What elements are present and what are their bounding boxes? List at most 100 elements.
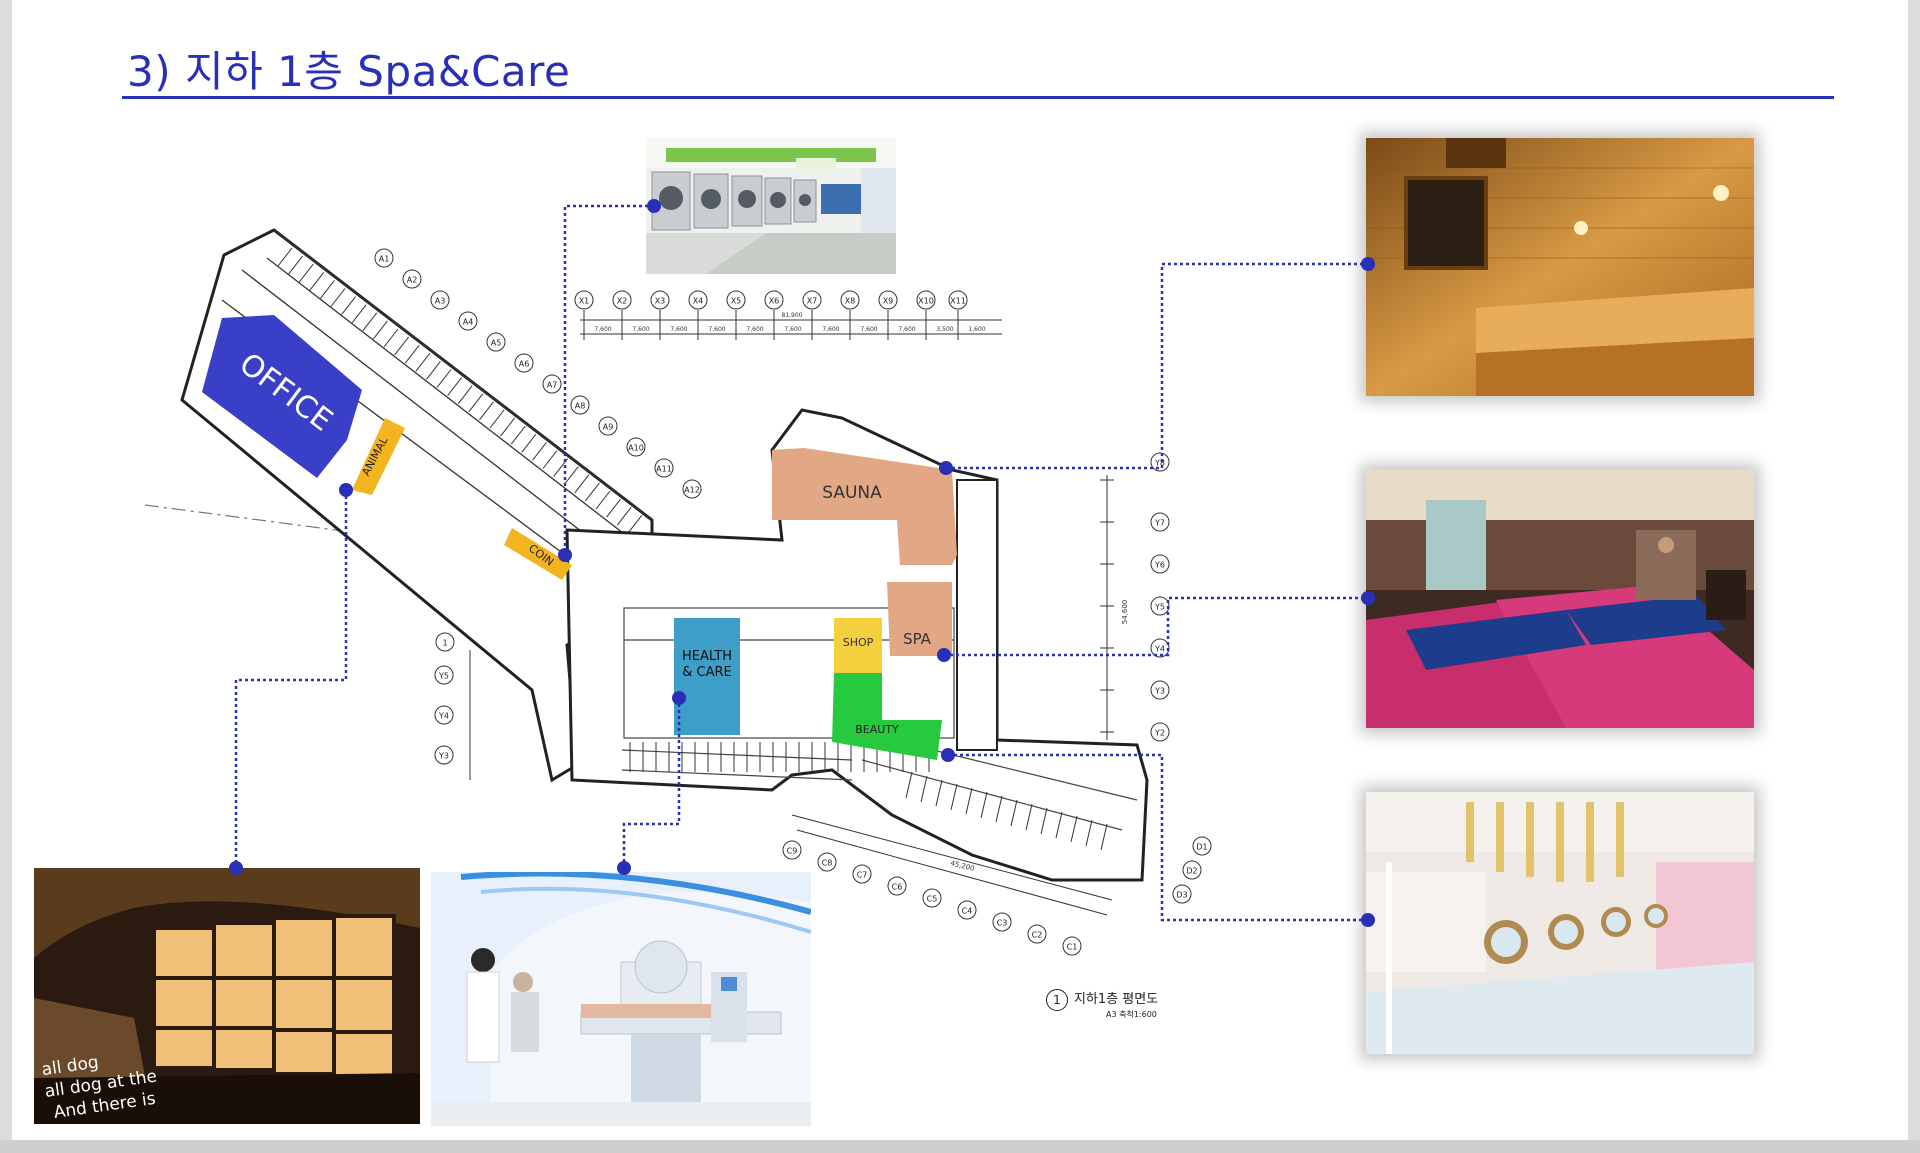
grid-diag-8-bubble: [598, 416, 618, 436]
sauna-label: SAUNA: [822, 483, 882, 503]
se-room-tick-3: [950, 783, 958, 811]
diag-room-tick-18: [468, 393, 484, 413]
grid-bottom-7-label: C2: [1032, 931, 1043, 940]
diag-room-tick-9: [373, 320, 388, 340]
diag-room-tick-31: [606, 498, 621, 518]
grid-right-0-label: Y8: [1154, 459, 1165, 468]
grid-top-5-label: X6: [769, 297, 780, 306]
grid-right-0-bubble: [1150, 452, 1170, 472]
top-span-2: 7,600: [670, 326, 687, 333]
spa-label: SPA: [903, 630, 932, 648]
grid-top-7-bubble: [840, 290, 860, 310]
grid-right-1-bubble: [1150, 512, 1170, 532]
grid-diag-2-label: A3: [435, 297, 446, 306]
grid-bottom-6-label: C3: [997, 919, 1008, 928]
page-title: 3) 지하 1층 Spa&Care: [127, 47, 571, 96]
zone-spa: [887, 582, 952, 656]
bottom-total: 45,200: [950, 859, 976, 873]
grid-diag-9-bubble: [626, 437, 646, 457]
grid-top-10-bubble: [948, 290, 968, 310]
grid-bottom-0-label: C9: [787, 847, 798, 856]
zone-sauna: [772, 448, 957, 565]
grid-bottom-7-bubble: [1027, 924, 1047, 944]
diag-room-tick-20: [489, 409, 505, 429]
diag-room-tick-32: [616, 506, 632, 526]
grid-diag-10-bubble: [654, 458, 674, 478]
diag-room-tick-27: [563, 466, 579, 486]
diag-room-tick-11: [394, 336, 409, 356]
diag-room-tick-16: [447, 377, 462, 396]
se-room-tick-11: [1070, 815, 1078, 843]
grid-diag-0-label: A1: [379, 255, 390, 264]
zone-shop: [834, 618, 882, 673]
grid-diag-3-label: A4: [463, 318, 474, 327]
grid-top-3-label: X4: [693, 297, 704, 306]
grid-diag-6-bubble: [542, 374, 562, 394]
health-care-photo: [431, 872, 811, 1126]
diag-room-tick-10: [383, 328, 399, 348]
se-room-tick-0: [905, 771, 913, 799]
diag-room-tick-5: [330, 288, 346, 307]
top-span-0: 7,600: [594, 326, 611, 333]
bottom-dim-line: [791, 814, 1113, 901]
grid-bottom-4-bubble: [922, 888, 942, 908]
grid-top-1-bubble: [612, 290, 632, 310]
grid-top-6-bubble: [802, 290, 822, 310]
bottom-band: [0, 1140, 1920, 1153]
diag-room-tick-4: [320, 280, 335, 299]
top-span-4: 7,600: [746, 326, 763, 333]
shop-label: SHOP: [843, 636, 874, 649]
grid-left-0-bubble: [434, 665, 454, 685]
se-room-tick-4: [965, 787, 973, 815]
diag-room-tick-1: [288, 255, 303, 275]
diag-room-tick-3: [309, 271, 325, 291]
diag-room-tick-22: [510, 425, 526, 445]
title-rule: [122, 96, 1834, 99]
grid-diag-11-label: A12: [684, 486, 700, 495]
top-span-7: 7,600: [860, 326, 877, 333]
beauty-photo: [1366, 792, 1754, 1054]
grid-top-3-bubble: [688, 290, 708, 310]
grid-left-1-label: Y4: [438, 712, 449, 721]
right-total: 54,600: [1121, 600, 1129, 625]
beauty-label: BEAUTY: [855, 723, 899, 736]
top-span-1: 7,600: [632, 326, 649, 333]
grid-top-2-label: X3: [655, 297, 666, 306]
grid-top-9-label: X10: [918, 297, 934, 306]
diag-room-tick-14: [426, 361, 441, 380]
top-span-5: 7,600: [784, 326, 801, 333]
grid-top-5-bubble: [764, 290, 784, 310]
top-total: 81,900: [782, 312, 803, 319]
se-room-tick-13: [1100, 823, 1108, 851]
diag-room-tick-28: [574, 474, 590, 494]
grid-left-marker-label: 1: [442, 639, 447, 648]
spa-photo: [1366, 470, 1754, 728]
grid-diag-1-label: A2: [407, 276, 418, 285]
animal-photo: all dog all dog at the And there is: [34, 868, 420, 1124]
se-room-tick-6: [995, 795, 1003, 823]
grid-diag-1-bubble: [402, 269, 422, 289]
grid-diag-4-bubble: [486, 332, 506, 352]
grid-right-6-label: Y2: [1154, 729, 1165, 738]
grid-diag-0-bubble: [374, 248, 394, 268]
grid-right-3-label: Y5: [1154, 603, 1165, 612]
se-room-tick-5: [980, 791, 988, 819]
grid-bottom-0-bubble: [782, 840, 802, 860]
grid-corner-0-label: D1: [1196, 843, 1207, 852]
top-span-6: 7,600: [822, 326, 839, 333]
grid-corner-2-bubble: [1172, 884, 1192, 904]
laundry-photo: [646, 138, 896, 274]
grid-top-4-bubble: [726, 290, 746, 310]
diag-room-tick-12: [404, 344, 420, 364]
grid-bottom-6-bubble: [992, 912, 1012, 932]
grid-bottom-5-bubble: [957, 900, 977, 920]
grid-diag-7-bubble: [570, 395, 590, 415]
grid-top-8-bubble: [878, 290, 898, 310]
slide: 3) 지하 1층 Spa&Care: [12, 0, 1908, 1140]
diag-room-tick-17: [457, 385, 473, 405]
grid-diag-5-label: A6: [519, 360, 530, 369]
diag-room-tick-23: [521, 433, 537, 453]
connector-dots: [229, 199, 1375, 927]
diag-room-tick-33: [627, 514, 643, 534]
